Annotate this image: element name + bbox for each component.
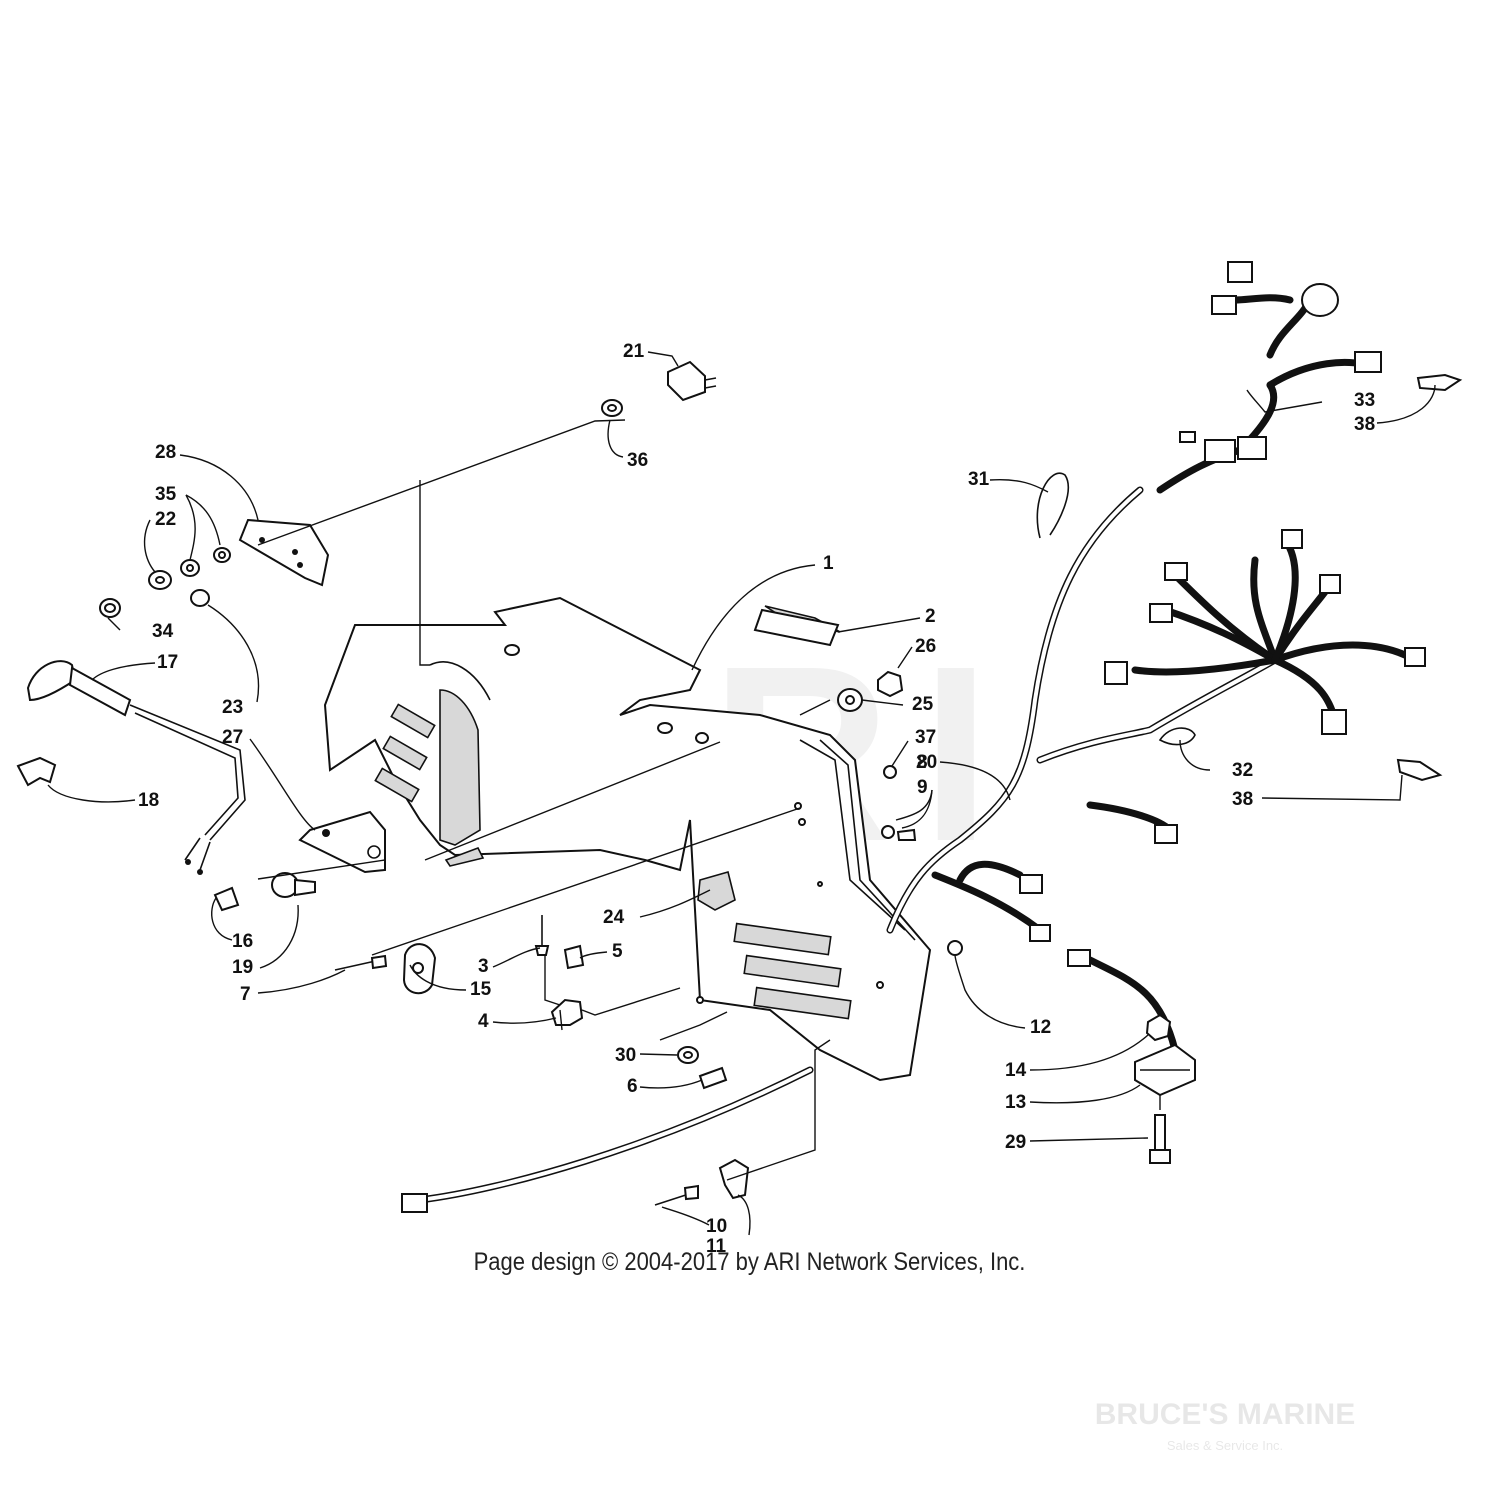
bracket-plate-27 [298, 810, 386, 874]
lock-washer-25 [837, 688, 863, 712]
console-housing [323, 596, 932, 1082]
decal-plate [753, 605, 841, 647]
washer-8 [881, 825, 895, 839]
callout-11: 11 [706, 1236, 727, 1257]
toggle-switch-21 [667, 360, 717, 402]
callout-24: 24 [603, 907, 625, 928]
lever-18 [16, 756, 57, 787]
callout-5: 5 [612, 941, 623, 962]
callout-6: 6 [627, 1076, 638, 1097]
callout-22: 22 [155, 509, 176, 530]
callout-38-upper: 38 [1354, 414, 1375, 435]
washer-30 [677, 1046, 699, 1064]
callout-16: 16 [232, 931, 253, 952]
callout-17: 17 [157, 652, 178, 673]
callout-13: 13 [1005, 1092, 1026, 1113]
callout-25: 25 [912, 694, 934, 715]
knob-19 [271, 872, 316, 898]
leader-lines [47, 351, 1436, 1236]
callout-19: 19 [232, 957, 253, 978]
callout-20: 20 [916, 752, 937, 773]
callout-9: 9 [917, 777, 928, 798]
callout-1: 1 [823, 553, 834, 574]
callout-15: 15 [470, 979, 492, 1000]
mounting-plate-28 [238, 518, 330, 587]
callout-10: 10 [706, 1216, 727, 1237]
bolt-29 [1149, 1114, 1171, 1164]
choke-cable-17 [26, 660, 246, 875]
bezel-15 [402, 943, 437, 995]
terminal-38-lower [1396, 758, 1443, 782]
callout-33: 33 [1354, 390, 1375, 411]
callout-35: 35 [155, 484, 177, 505]
callout-2: 2 [925, 606, 936, 627]
callout-12: 12 [1030, 1017, 1051, 1038]
washer-37 [883, 765, 897, 779]
callout-8: 8 [917, 752, 928, 773]
screw-6 [698, 1066, 728, 1090]
callout-4: 4 [478, 1011, 489, 1032]
clamp-31 [1036, 472, 1070, 539]
callout-27: 27 [222, 727, 243, 748]
callout-29: 29 [1005, 1132, 1026, 1153]
callouts: 1 2 3 4 5 6 7 8 9 10 11 12 13 14 15 16 1… [138, 341, 1375, 1257]
wiring-harness-20 [401, 261, 1426, 1213]
bracket-4 [550, 998, 584, 1026]
callout-14: 14 [1005, 1060, 1027, 1081]
clip-16 [213, 886, 240, 912]
screw-7 [334, 954, 388, 971]
copyright-credit: Page design © 2004-2017 by ARI Network S… [473, 1248, 1026, 1276]
callout-18: 18 [138, 790, 159, 811]
callout-31: 31 [968, 469, 990, 490]
callout-32: 32 [1232, 760, 1253, 781]
clamp-32 [1158, 727, 1196, 746]
callout-23: 23 [222, 697, 243, 718]
callout-28: 28 [155, 442, 176, 463]
grommet-36 [601, 399, 623, 417]
washer-set [99, 547, 231, 618]
callout-30: 30 [615, 1045, 636, 1066]
nut-26 [877, 670, 904, 698]
screw-10 [654, 1184, 699, 1206]
callout-34: 34 [152, 621, 174, 642]
callout-38-lower: 38 [1232, 789, 1253, 810]
callout-26: 26 [915, 636, 936, 657]
screw-9 [896, 828, 917, 841]
clip-5 [563, 944, 585, 970]
grommet-12 [947, 940, 963, 956]
callout-21: 21 [623, 341, 645, 362]
regulator-13 [1134, 1043, 1196, 1097]
terminal-38-upper [1416, 373, 1463, 392]
dealer-logo-name: BRUCE'S MARINE [1094, 1398, 1356, 1431]
callout-37: 37 [915, 727, 936, 748]
callout-7: 7 [240, 984, 251, 1005]
callout-36: 36 [627, 450, 648, 471]
nut-14 [1145, 1013, 1172, 1042]
dealer-logo-tagline: Sales & Service Inc. [1166, 1438, 1284, 1453]
switch-11 [718, 1158, 750, 1200]
callout-3: 3 [478, 956, 489, 977]
